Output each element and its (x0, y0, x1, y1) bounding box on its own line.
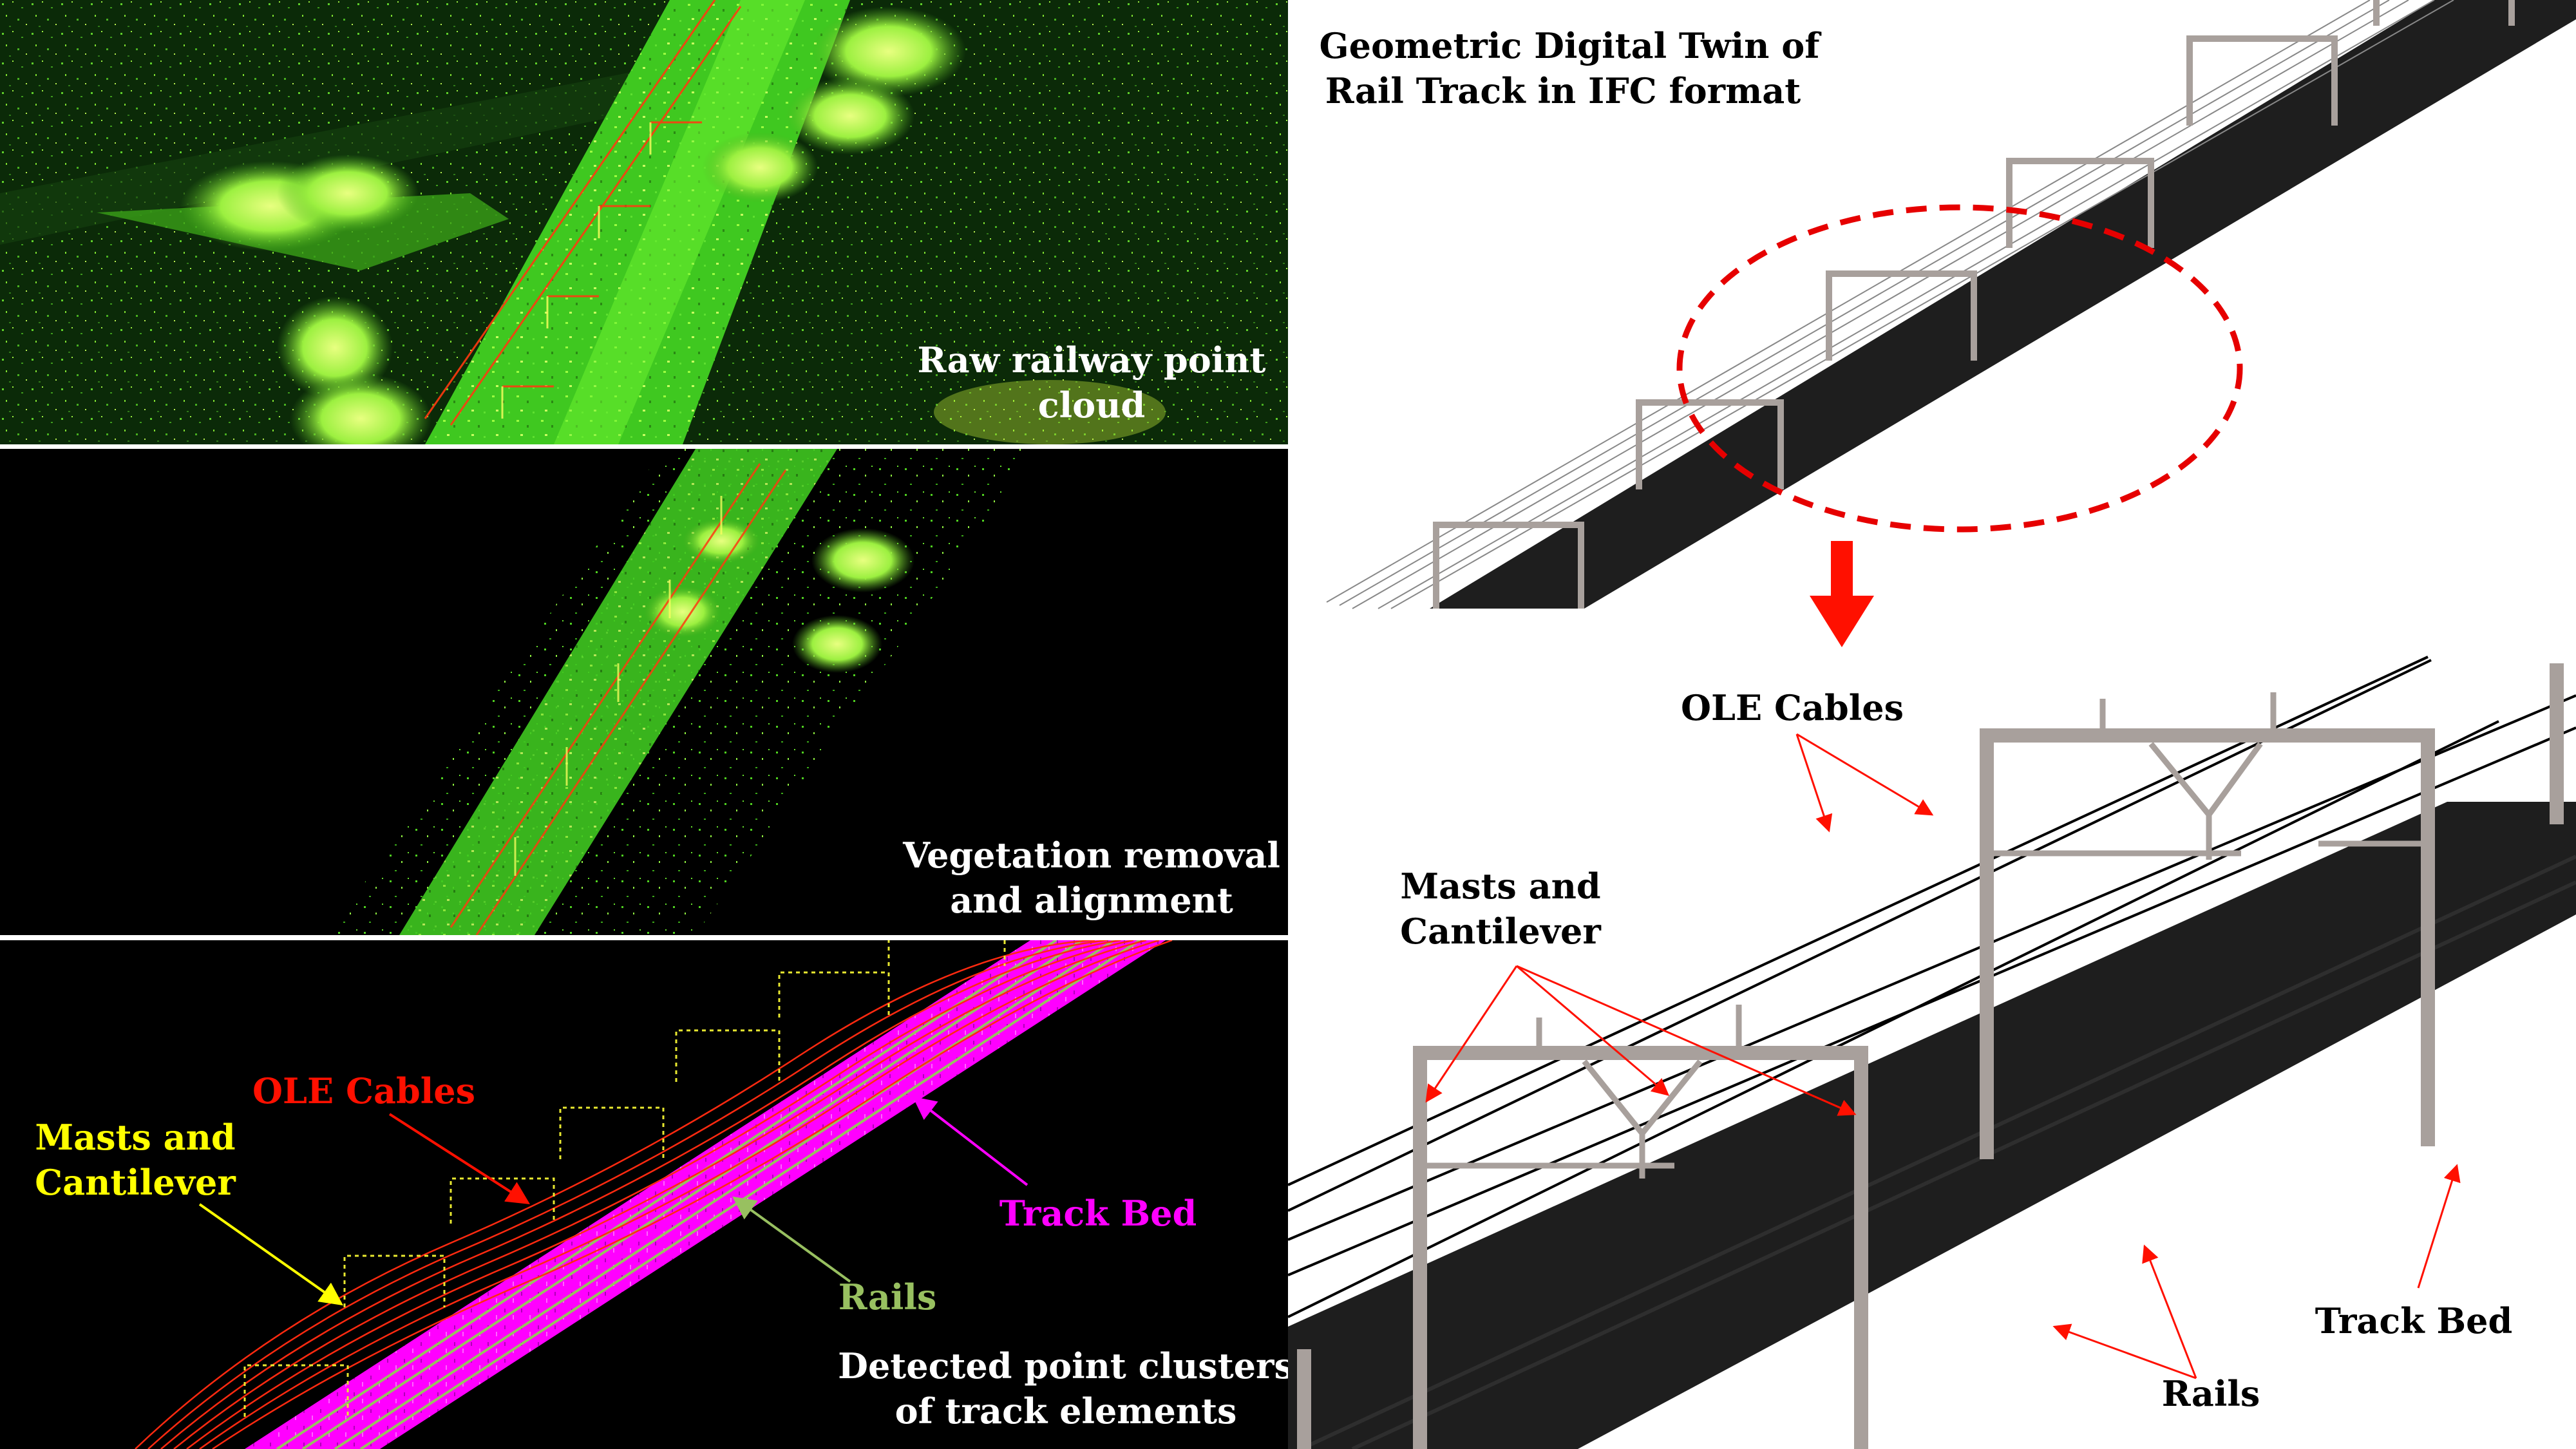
detail-ole-cables (1288, 656, 2576, 1318)
digital-twin-detail (1288, 656, 2576, 1449)
rails-pointer-arrow (732, 1196, 851, 1283)
vegetation-removal-panel (0, 449, 1288, 935)
detected-clusters-panel (0, 940, 1288, 1449)
detail-track-bed-pointer-arrow (2417, 1164, 2461, 1289)
detail-masts-pointer-arrow (1516, 965, 1670, 1096)
detail-rails-label: Rails (2162, 1373, 2260, 1414)
detail-masts-pointer-arrow (1516, 965, 1857, 1116)
twin-track-bed (1430, 0, 2576, 609)
track-bed-cluster (245, 940, 1166, 1449)
detail-masts-pointer-arrow (1425, 965, 1518, 1103)
detail-rails-pointer-arrow (2142, 1244, 2197, 1379)
detail-masts (1297, 663, 2564, 1449)
vegetation-panel-label-line1: Vegetation removal (902, 835, 1280, 876)
detected-masts-label-line2: Cantilever (35, 1162, 236, 1203)
raw-panel-label-line2: cloud (1038, 384, 1145, 426)
mast-clusters (243, 940, 1006, 1417)
ole-cables-pointer-arrow (388, 1113, 531, 1204)
detail-ole-pointer-arrow (1795, 734, 1833, 833)
focus-ellipse (1676, 204, 2243, 533)
raw-point-cloud-panel (0, 0, 1288, 444)
detail-ole-pointer-arrow (1796, 733, 1934, 816)
detected-panel-label-line1: Detected point clusters (838, 1345, 1294, 1387)
down-arrow-icon (1810, 541, 1874, 647)
digital-twin-overview (1326, 0, 2576, 609)
detected-masts-label-line1: Masts and (35, 1117, 235, 1158)
masts-pointer-arrow (198, 1203, 343, 1306)
raw-ole-structures (424, 0, 742, 426)
detail-track-bed-label: Track Bed (2315, 1300, 2513, 1341)
twin-title-line2: Rail Track in IFC format (1325, 70, 1801, 111)
detail-rails-pointer-arrow (2052, 1323, 2197, 1379)
detected-rails-label: Rails (838, 1276, 937, 1318)
detail-ole-label: OLE Cables (1681, 687, 1904, 728)
detail-masts-label-line1: Masts and (1400, 866, 1600, 907)
detected-panel-label-line2: of track elements (895, 1390, 1237, 1432)
detected-track-bed-label: Track Bed (999, 1193, 1197, 1234)
detected-ole-label: OLE Cables (252, 1070, 475, 1112)
twin-title-line1: Geometric Digital Twin of (1320, 25, 1823, 66)
detail-masts-label-line2: Cantilever (1400, 911, 1601, 952)
raw-panel-label-line1: Raw railway point (917, 339, 1265, 381)
detail-track-bed (1288, 802, 2576, 1449)
twin-masts (1433, 0, 2515, 609)
rail-clusters (276, 940, 1141, 1449)
panel-divider (0, 444, 1288, 449)
panel-divider (0, 935, 1288, 940)
ole-cable-clusters (135, 940, 1173, 1449)
track-bed-pointer-arrow (913, 1096, 1028, 1186)
twin-ole-wires (1326, 0, 2454, 609)
vegetation-panel-label-line2: and alignment (950, 880, 1233, 921)
